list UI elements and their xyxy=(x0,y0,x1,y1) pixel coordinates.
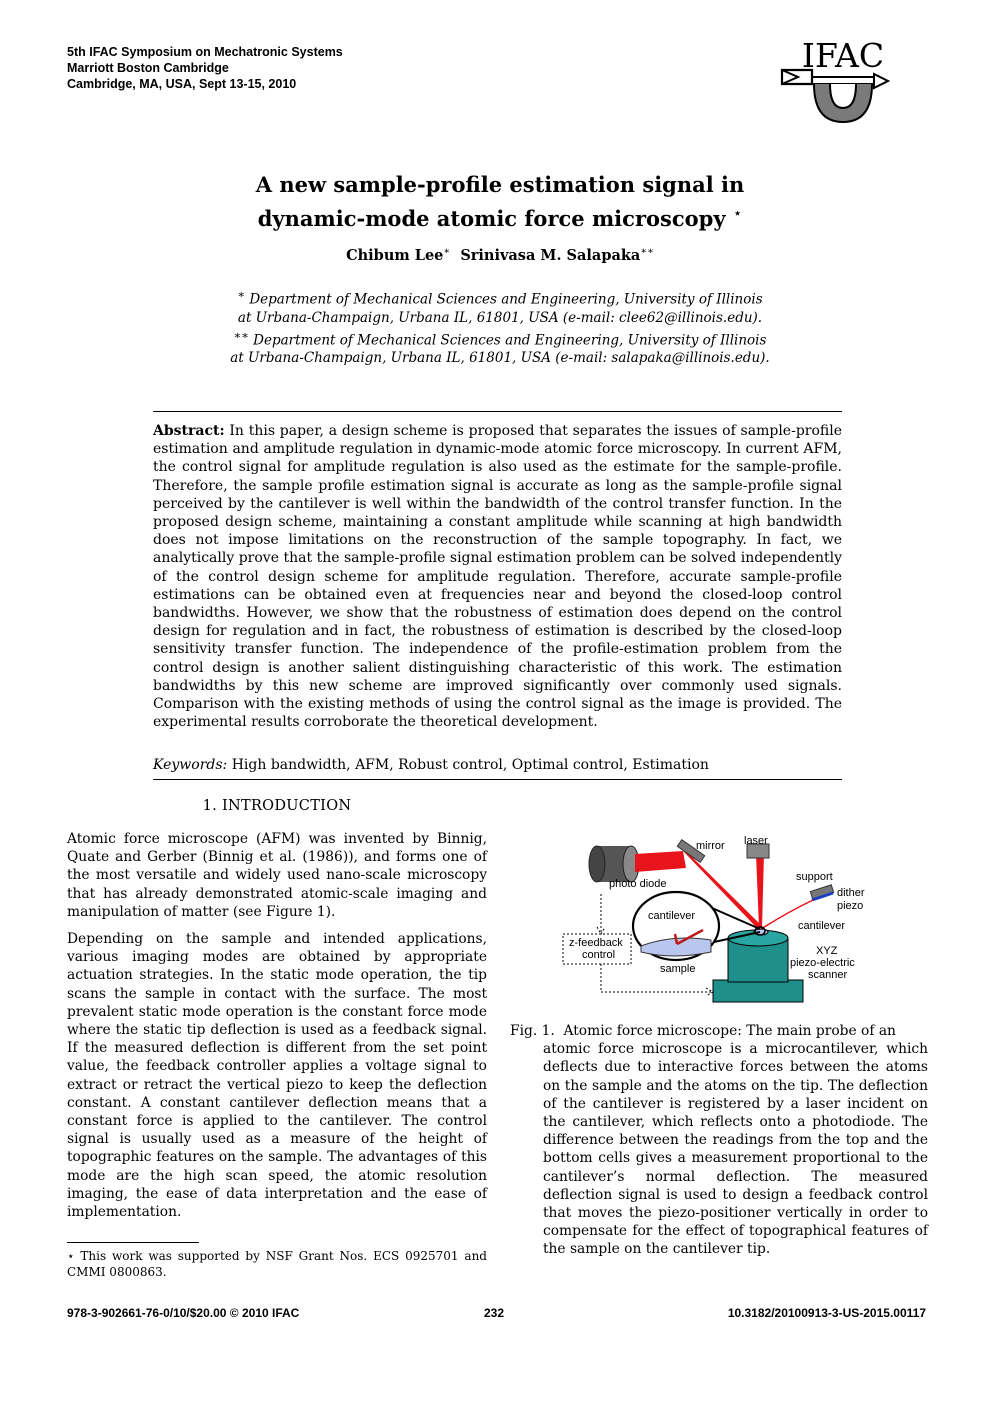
affiliation-2-mark: ∗∗ xyxy=(233,328,249,342)
author-1: Chibum Lee xyxy=(346,246,444,264)
mirror-icon xyxy=(676,838,706,864)
conference-venue: Marriott Boston Cambridge xyxy=(67,61,229,75)
footnote-text: This work was supported by NSF Grant Nos… xyxy=(67,1249,487,1279)
affiliation-2: ∗∗ Department of Mechanical Sciences and… xyxy=(230,327,770,368)
caption-body: atomic force microscope is a microcantil… xyxy=(543,1041,928,1258)
title-line-2: dynamic-mode atomic force microscopy xyxy=(257,206,726,231)
label-sample: sample xyxy=(660,963,695,975)
conference-header: 5th IFAC Symposium on Mechatronic System… xyxy=(67,44,343,92)
footer-isbn: 978-3-902661-76-0/10/$20.00 © 2010 IFAC xyxy=(67,1306,300,1320)
label-support: support xyxy=(796,871,833,883)
dither-piezo-icon xyxy=(811,891,834,902)
abstract-text: In this paper, a design scheme is propos… xyxy=(153,423,842,731)
keywords: Keywords: High bandwidth, AFM, Robust co… xyxy=(153,756,842,774)
label-mirror: mirror xyxy=(696,840,725,852)
affiliation-1: ∗ Department of Mechanical Sciences and … xyxy=(230,286,770,327)
affiliation-1-mark: ∗ xyxy=(237,288,246,301)
paper-title: A new sample-profile estimation signal i… xyxy=(120,170,880,233)
figure-1-caption: Fig. 1. Atomic force microscope: The mai… xyxy=(510,1022,928,1259)
label-photo-diode: photo diode xyxy=(609,878,667,890)
title-line-1: A new sample-profile estimation signal i… xyxy=(255,172,745,197)
conference-location-date: Cambridge, MA, USA, Sept 13-15, 2010 xyxy=(67,77,297,91)
caption-first-line: Fig. 1. Atomic force microscope: The mai… xyxy=(510,1022,928,1040)
conference-name: 5th IFAC Symposium on Mechatronic System… xyxy=(67,45,343,59)
photo-diode-icon xyxy=(588,845,640,883)
section-heading-introduction: 1. INTRODUCTION xyxy=(202,798,352,814)
intro-paragraph-1: Atomic force microscope (AFM) was invent… xyxy=(67,831,487,920)
cantilever-zoom-inset xyxy=(631,890,766,962)
label-xyz: XYZ xyxy=(816,945,838,957)
abstract-top-rule xyxy=(153,411,842,412)
title-footnote-mark: ⋆ xyxy=(732,204,743,222)
caption-first-text: Atomic force microscope: The main probe … xyxy=(563,1023,896,1039)
affiliation-2-text: Department of Mechanical Sciences and En… xyxy=(230,332,770,366)
reflected-beam xyxy=(683,851,764,928)
funding-footnote: ⋆ This work was supported by NSF Grant N… xyxy=(67,1248,487,1280)
afm-schematic-figure: mirror laser photo diode support dither … xyxy=(562,835,865,1003)
affiliations: ∗ Department of Mechanical Sciences and … xyxy=(230,286,770,367)
xyz-scanner-icon xyxy=(712,928,804,1003)
label-piezo-electric: piezo-electric xyxy=(790,957,855,969)
author-2: Srinivasa M. Salapaka xyxy=(460,246,641,264)
abstract-bottom-rule xyxy=(153,779,842,780)
footnote-mark: ⋆ xyxy=(67,1249,75,1263)
label-dither: dither xyxy=(837,887,865,899)
label-z-feedback: z-feedback xyxy=(569,937,623,949)
label-control: control xyxy=(582,949,615,961)
abstract: Abstract: In this paper, a design scheme… xyxy=(153,422,842,731)
footnote-rule xyxy=(67,1242,199,1243)
keywords-label: Keywords: xyxy=(153,757,228,773)
laser-icon xyxy=(746,843,770,859)
author-1-mark: ∗ xyxy=(443,246,451,257)
abstract-label: Abstract: xyxy=(153,423,225,439)
ifac-logo-text: IFAC xyxy=(802,36,884,75)
author-list: Chibum Lee∗ Srinivasa M. Salapaka∗∗ xyxy=(120,246,880,264)
author-2-mark: ∗∗ xyxy=(640,246,654,257)
feedback-path xyxy=(596,894,715,997)
label-scanner: scanner xyxy=(808,969,847,981)
footer-doi: 10.3182/20100913-3-US-2015.00117 xyxy=(727,1306,926,1320)
incident-beam xyxy=(635,851,686,872)
caption-label: Fig. 1. xyxy=(510,1023,555,1039)
z-feedback-control-box xyxy=(562,933,632,965)
label-laser: laser xyxy=(744,835,768,847)
laser-beam xyxy=(756,854,764,928)
introduction-body: Atomic force microscope (AFM) was invent… xyxy=(67,830,487,1230)
cantilever-curve xyxy=(760,899,814,930)
affiliation-1-text: Department of Mechanical Sciences and En… xyxy=(237,291,763,326)
footer-page-number: 232 xyxy=(484,1306,505,1320)
label-cantilever: cantilever xyxy=(798,920,845,932)
intro-paragraph-2: Depending on the sample and intended app… xyxy=(67,931,487,1221)
keywords-text: High bandwidth, AFM, Robust control, Opt… xyxy=(231,757,709,773)
label-piezo: piezo xyxy=(837,900,863,912)
label-cantilever-zoom: cantilever xyxy=(648,910,695,922)
ifac-logo: IFAC xyxy=(780,36,891,124)
